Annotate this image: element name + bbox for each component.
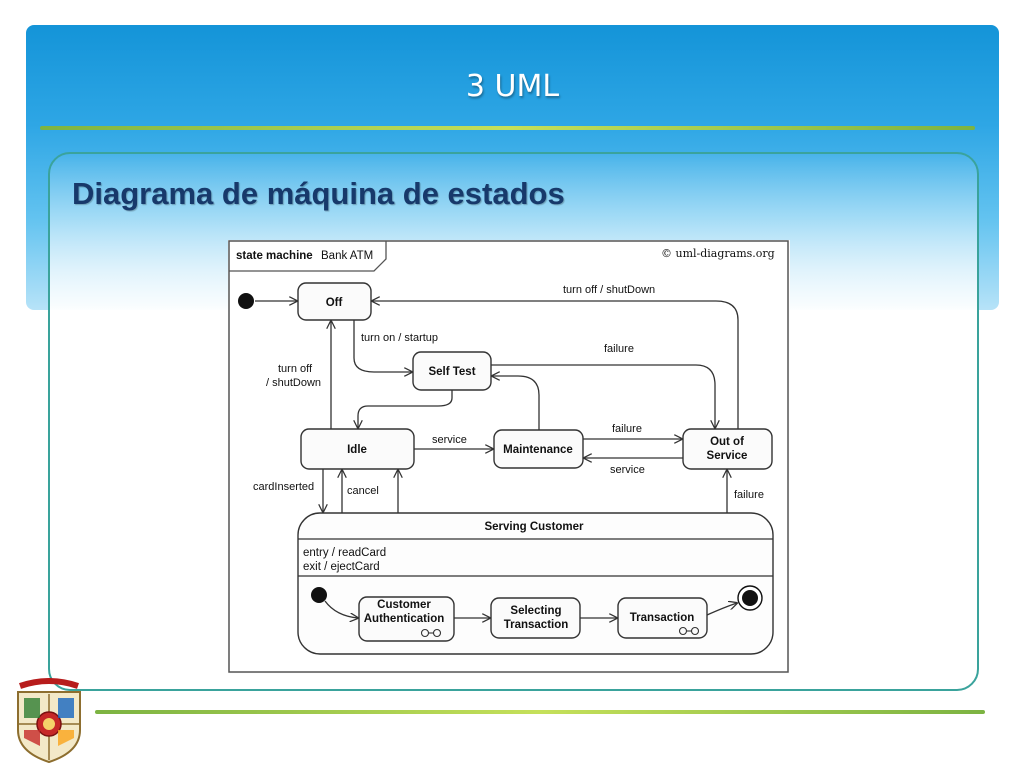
- label-failure-right: failure: [734, 489, 764, 501]
- state-customer-authentication-label-1: Customer: [377, 599, 431, 611]
- state-idle-label: Idle: [347, 444, 367, 456]
- label-turn-off-left-2: / shutDown: [266, 377, 321, 389]
- initial-state-icon: [238, 293, 254, 309]
- inner-initial-state-icon: [311, 587, 327, 603]
- exit-activity: exit / ejectCard: [303, 561, 380, 573]
- state-serving-customer-label: Serving Customer: [484, 521, 584, 533]
- state-machine-diagram: state machine Bank ATM © uml-diagrams.or…: [228, 240, 790, 674]
- state-maintenance-label: Maintenance: [503, 444, 573, 456]
- state-self-test-label: Self Test: [428, 366, 475, 378]
- label-failure-mid: failure: [612, 423, 642, 435]
- label-card-inserted: cardInserted: [253, 481, 314, 493]
- submachine-icon: [420, 628, 442, 638]
- copyright-notice: © uml-diagrams.org: [661, 247, 775, 260]
- label-service-back: service: [610, 464, 645, 476]
- submachine-icon: [678, 626, 700, 636]
- state-transaction-label: Transaction: [630, 612, 695, 624]
- arrow-self-test-to-idle: [358, 390, 453, 428]
- state-selecting-transaction-label-1: Selecting: [510, 605, 561, 617]
- state-selecting-transaction-label-2: Transaction: [504, 619, 569, 631]
- state-customer-authentication: [358, 596, 455, 642]
- label-turn-on-startup: turn on / startup: [361, 332, 438, 344]
- frame-label-keyword: state machine: [236, 250, 313, 262]
- label-cancel: cancel: [347, 485, 379, 497]
- frame-label-name: Bank ATM: [321, 250, 373, 262]
- state-out-of-service-label-1: Out of: [710, 436, 744, 448]
- entry-activity: entry / readCard: [303, 547, 386, 559]
- arrow-self-test-to-out-of-service: [491, 364, 715, 428]
- label-turn-off-left-1: turn off: [278, 363, 313, 375]
- state-out-of-service: [682, 428, 773, 470]
- arrow-maintenance-to-self-test: [492, 376, 540, 430]
- label-failure-top: failure: [604, 343, 634, 355]
- ingenieria-crest-logo: [17, 678, 81, 764]
- state-off-label: Off: [326, 297, 343, 309]
- arrow-out-of-service-to-off: [372, 301, 739, 429]
- state-out-of-service-label-2: Service: [707, 450, 748, 462]
- state-selecting-transaction: [490, 597, 581, 639]
- inner-initial-transition-arrow: [324, 600, 358, 618]
- state-customer-authentication-label-2: Authentication: [364, 613, 445, 625]
- slide-title: 3 UML: [465, 69, 560, 104]
- label-service-idle: service: [432, 434, 467, 446]
- frame-label-tab: [229, 241, 387, 272]
- title-divider: [40, 126, 975, 130]
- arrow-transaction-to-final: [706, 603, 737, 616]
- label-turn-off-top: turn off / shutDown: [563, 284, 655, 296]
- final-state-inner-icon: [742, 590, 758, 606]
- slide-subtitle: Diagrama de máquina de estados: [72, 176, 565, 211]
- state-off: [297, 282, 372, 321]
- footer-divider: [95, 710, 985, 714]
- arrow-off-to-self-test: [353, 320, 412, 372]
